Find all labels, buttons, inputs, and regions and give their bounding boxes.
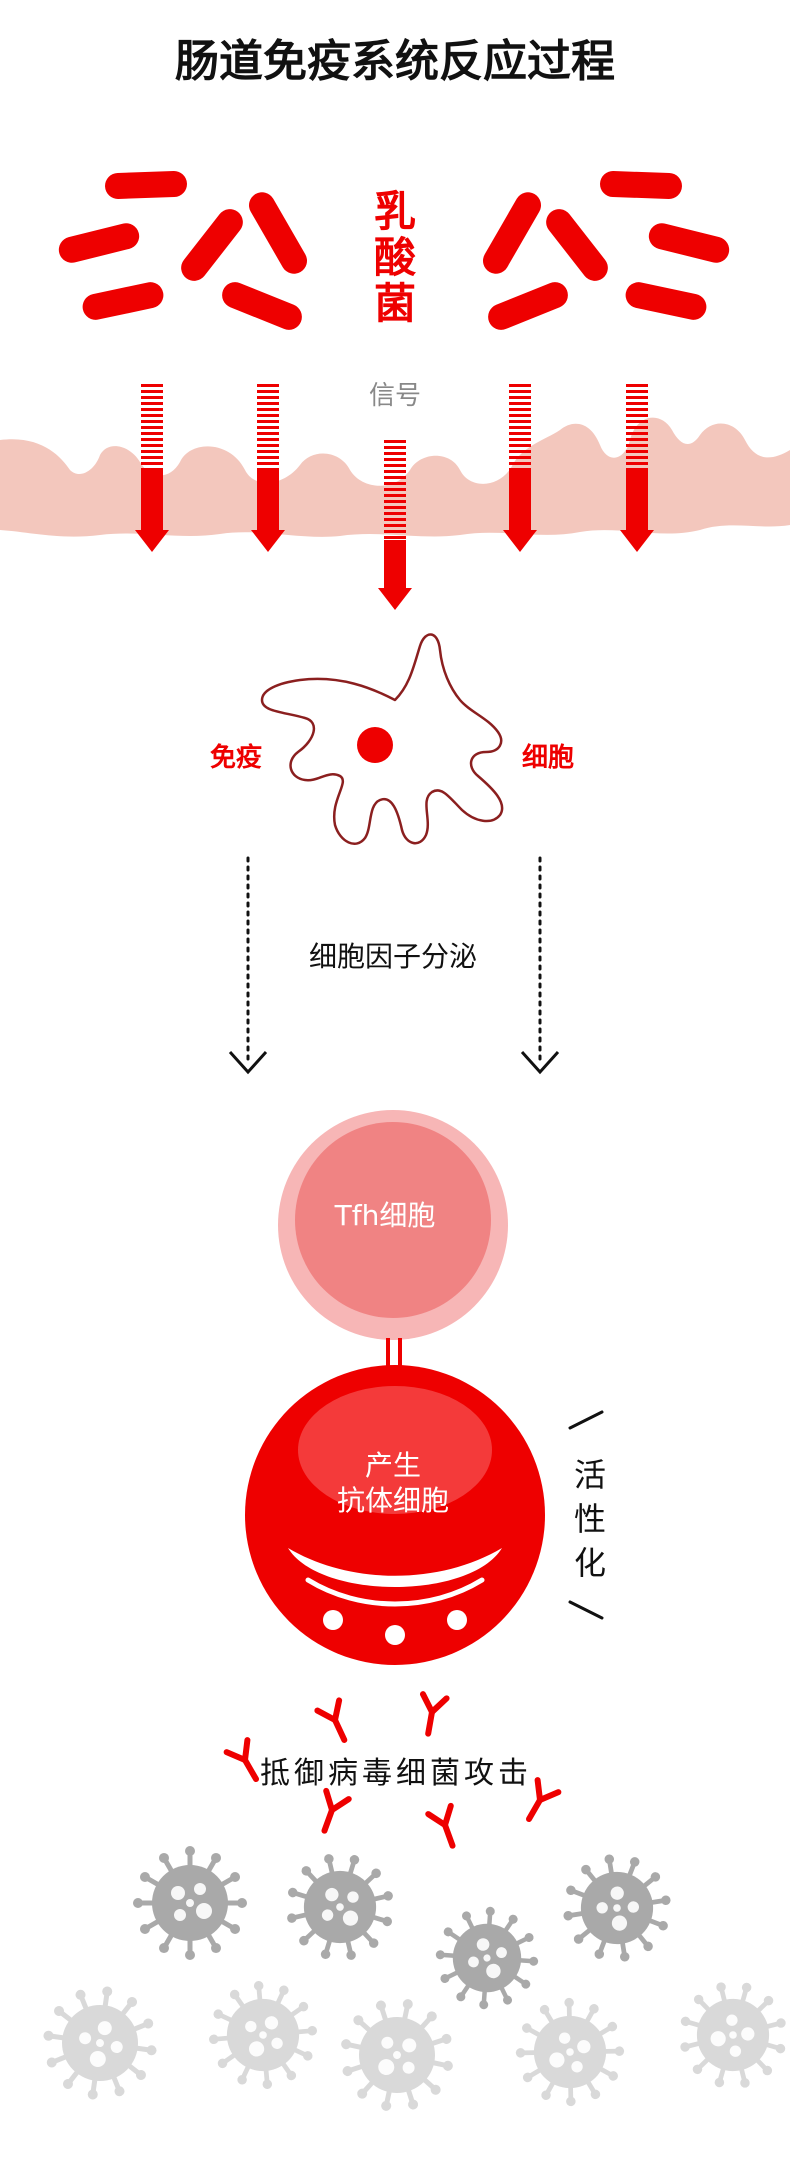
virus-icon xyxy=(133,1846,247,1960)
antibodies xyxy=(223,1691,562,1849)
activation-label-char: 化 xyxy=(574,1544,606,1582)
bacterium-rod xyxy=(181,209,243,281)
bacteria-label-char: 酸 xyxy=(374,233,417,282)
activation-bracket xyxy=(568,1410,604,1620)
bacteria-label-char: 菌 xyxy=(374,279,416,328)
antibody-cell-label-line2: 抗体细胞 xyxy=(337,1484,449,1517)
antibody-y xyxy=(321,1787,352,1834)
antibody-y xyxy=(526,1777,562,1823)
signal-arrow xyxy=(135,384,169,552)
signal-arrow xyxy=(251,384,285,552)
signal-arrow xyxy=(503,384,537,552)
bacteria-label: 乳 酸 菌 xyxy=(374,187,417,328)
virus-icon xyxy=(435,1906,539,2010)
viruses xyxy=(43,1846,786,2111)
bacterium-rod xyxy=(625,282,707,320)
bacterium-rod xyxy=(483,192,541,274)
attack-label: 抵御病毒细菌攻击 xyxy=(260,1756,532,1791)
antibody-y xyxy=(223,1737,259,1783)
virus-icon xyxy=(43,1986,157,2100)
signal-arrow xyxy=(620,384,654,552)
virus-icon xyxy=(563,1854,671,1962)
cell-connector xyxy=(386,1338,402,1368)
cytokine-arrows xyxy=(228,856,560,1075)
bacterium-rod xyxy=(488,282,568,330)
bacterium-rod xyxy=(249,192,307,274)
bacterium-rod xyxy=(600,171,682,199)
intestinal-tissue xyxy=(0,417,790,537)
lactobacillus-group xyxy=(58,171,730,330)
virus-icon xyxy=(515,1997,625,2107)
cytokine-label: 细胞因子分泌 xyxy=(309,940,477,973)
signal-label: 信号 xyxy=(369,381,421,411)
bacterium-rod xyxy=(82,282,164,320)
bacterium-rod xyxy=(105,171,187,199)
signal-arrow xyxy=(378,440,412,610)
bacteria-label-char: 乳 xyxy=(374,187,416,236)
activation-label-char: 活 xyxy=(574,1456,606,1494)
immune-cell xyxy=(260,633,504,845)
virus-icon xyxy=(287,1854,393,1960)
bacterium-rod xyxy=(58,223,140,263)
activation-label-char: 性 xyxy=(574,1500,606,1538)
bacterium-rod xyxy=(222,282,302,330)
immune-cell-label-left: 免疫 xyxy=(210,742,262,773)
antibody-y xyxy=(419,1691,450,1737)
antibody-y xyxy=(425,1802,456,1849)
tfh-cell-label: Tfh细胞 xyxy=(334,1199,436,1232)
bacterium-rod xyxy=(546,209,608,281)
virus-icon xyxy=(680,1982,786,2088)
page-title: 肠道免疫系统反应过程 xyxy=(175,36,615,87)
bacterium-rod xyxy=(648,223,730,263)
virus-icon xyxy=(341,1999,453,2111)
antibody-cell xyxy=(245,1365,545,1665)
antibody-cell-label-line1: 产生 xyxy=(365,1449,421,1482)
virus-icon xyxy=(209,1981,317,2089)
activation-label: 活 性 化 xyxy=(574,1456,606,1582)
antibody-y xyxy=(314,1697,348,1743)
signal-arrows xyxy=(135,384,654,610)
tfh-cell xyxy=(278,1110,508,1340)
immune-cell-label-right: 细胞 xyxy=(522,742,574,773)
